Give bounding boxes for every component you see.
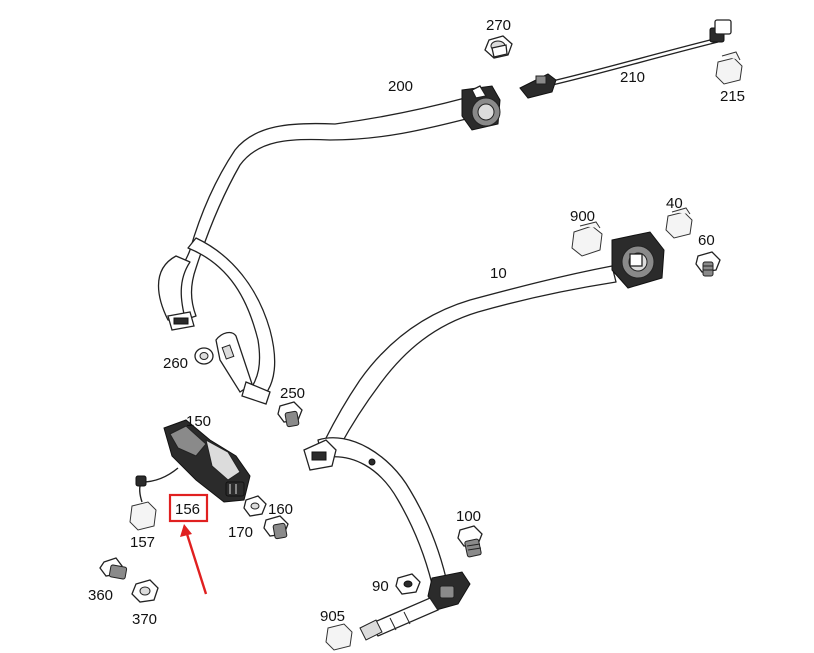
part-200-upper-belt <box>157 85 501 405</box>
part-160-bolt <box>263 515 289 540</box>
label-270: 270 <box>486 17 511 34</box>
part-10-main-belt <box>303 265 617 585</box>
part-360-bolt <box>99 557 128 580</box>
label-100: 100 <box>456 508 481 525</box>
part-250-bolt <box>277 401 303 428</box>
label-40: 40 <box>666 195 683 212</box>
part-150-buckle <box>163 419 251 503</box>
label-157: 157 <box>130 534 155 551</box>
highlight-box-156 <box>168 493 209 523</box>
part-170-nut <box>243 495 267 517</box>
label-250: 250 <box>280 385 305 402</box>
label-200: 200 <box>388 78 413 95</box>
part-270-nut <box>484 35 513 59</box>
part-100-bolt <box>457 525 483 558</box>
label-900: 900 <box>570 208 595 225</box>
label-60: 60 <box>698 232 715 249</box>
label-215: 215 <box>720 88 745 105</box>
label-370: 370 <box>132 611 157 628</box>
part-90-nut <box>395 573 421 595</box>
label-10: 10 <box>490 265 507 282</box>
part-156-harness <box>135 467 179 503</box>
label-260: 260 <box>163 355 188 372</box>
label-90: 90 <box>372 578 389 595</box>
label-210: 210 <box>620 69 645 86</box>
part-60-bolt <box>695 251 721 277</box>
label-360: 360 <box>88 587 113 604</box>
part-905-clip <box>325 623 353 651</box>
label-156: 156 <box>175 501 200 518</box>
part-210-cable <box>519 19 732 99</box>
highlight-arrow <box>180 524 208 595</box>
label-150: 150 <box>186 413 211 430</box>
part-900-clip <box>571 221 603 257</box>
part-10-retractor <box>611 231 665 289</box>
part-10-lower-anchor <box>359 571 471 641</box>
part-260-washer <box>194 347 214 365</box>
label-160: 160 <box>268 501 293 518</box>
label-170: 170 <box>228 524 253 541</box>
part-215-clip <box>715 51 743 85</box>
label-905: 905 <box>320 608 345 625</box>
part-370-nut <box>131 579 159 603</box>
part-40-clip <box>665 207 693 239</box>
part-157-connector <box>129 501 157 531</box>
